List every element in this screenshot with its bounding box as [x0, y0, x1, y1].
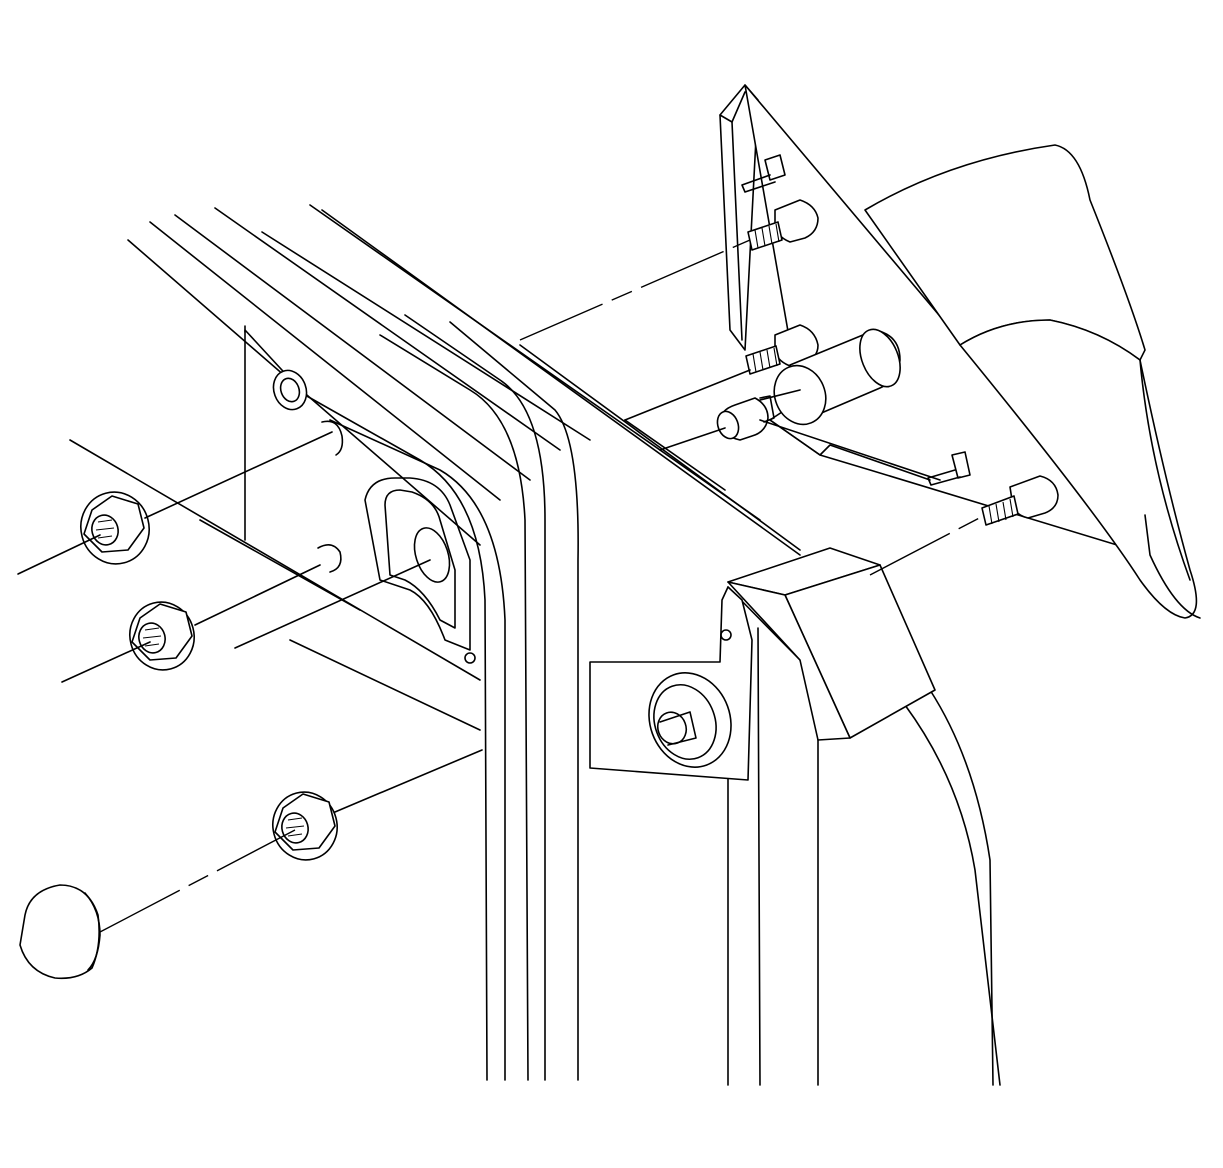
- mirror-stud-lower: [928, 452, 970, 485]
- hex-nut-upper: [73, 484, 157, 571]
- mirror-bolt-lower: [982, 476, 1058, 525]
- hex-nut-lower: [265, 785, 344, 867]
- mirror-stud-upper: [742, 155, 785, 192]
- panel-holes: [268, 366, 456, 587]
- hinge-bushing: [636, 661, 744, 779]
- leader-lines: [18, 240, 985, 932]
- nut-cap: [20, 885, 100, 978]
- mirror-pivot: [714, 323, 908, 441]
- hinge-bracket: [590, 548, 935, 780]
- mirror-bolt-upper: [748, 200, 818, 250]
- hex-nut-middle: [122, 595, 201, 677]
- mirror-assembly: [720, 85, 1200, 618]
